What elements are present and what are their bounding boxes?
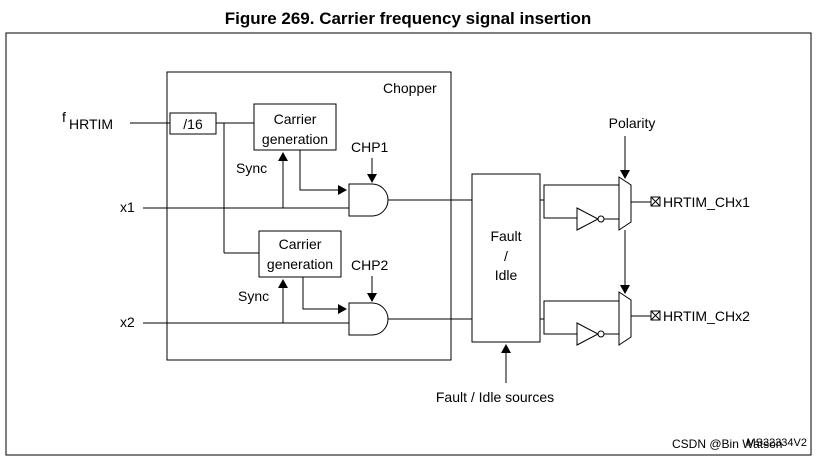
carrier1-to-and1-wire (299, 150, 347, 195)
inverter-2 (576, 322, 600, 346)
chopper-block (166, 71, 452, 361)
carrier-generation-block-2 (258, 230, 342, 278)
figure-title: Figure 269. Carrier frequency signal ins… (225, 9, 592, 28)
carrier-generation-label-2a: Carrier (279, 236, 322, 252)
inverter-bubble-1 (597, 215, 605, 223)
chopper-label: Chopper (383, 80, 437, 96)
carrier-generation-label-1a: Carrier (274, 111, 317, 127)
inverter-1 (576, 207, 600, 231)
hrtim-chx2-label: HRTIM_CHx2 (663, 308, 750, 324)
idle-label: Idle (495, 267, 518, 283)
sync-label-1: Sync (236, 160, 267, 176)
carrier-generation-label-2b: generation (267, 256, 333, 272)
csdn-watermark: CSDN @Bin Watson (672, 437, 782, 451)
polarity-mux-1 (618, 176, 632, 231)
ch1-inverter-wire (543, 200, 577, 219)
divider-label: /16 (183, 116, 203, 132)
carrier-generation-label-1b: generation (262, 131, 328, 147)
figure-frame (5, 32, 812, 456)
x1-label: x1 (120, 199, 135, 215)
fhrtim-label: f HRTIM (62, 109, 113, 132)
carrier2-to-and2-wire (302, 277, 347, 314)
ch2-direct-wire (543, 300, 619, 319)
polarity-mux-2 (618, 291, 632, 346)
svg-text:f: f (62, 109, 66, 125)
chp2-label: CHP2 (351, 257, 389, 273)
sync-label-2: Sync (238, 288, 269, 304)
fault-slash-label: / (504, 248, 508, 264)
output-pin-2 (650, 310, 661, 321)
chp1-label: CHP1 (351, 139, 389, 155)
fault-idle-sources-label: Fault / Idle sources (436, 389, 554, 405)
svg-text:HRTIM: HRTIM (69, 116, 113, 132)
polarity-label: Polarity (609, 115, 656, 131)
ch2-inverter-wire (543, 319, 577, 335)
fault-label: Fault (490, 228, 521, 244)
ch1-direct-wire (543, 184, 619, 200)
hrtim-chx1-label: HRTIM_CHx1 (663, 194, 750, 210)
output-pin-1 (650, 196, 661, 207)
x2-label: x2 (120, 314, 135, 330)
and-gate-1 (348, 183, 389, 217)
fault-idle-block (471, 173, 541, 343)
and-gate-2 (348, 302, 389, 336)
carrier-generation-block-1 (253, 103, 337, 151)
inverter-bubble-2 (597, 330, 605, 338)
figure-ref-label: MS32334V2 (746, 437, 807, 449)
